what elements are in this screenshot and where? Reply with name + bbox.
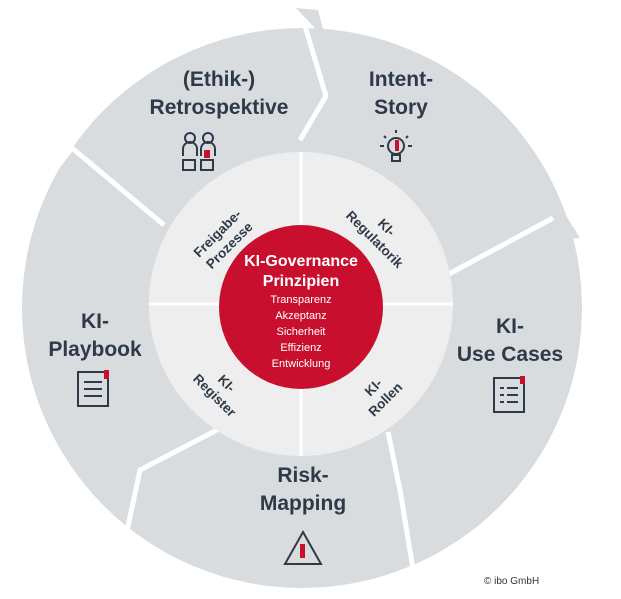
arrow-separator <box>121 417 238 546</box>
segment-risk-line2: Mapping <box>260 492 346 515</box>
arrow-separator <box>18 144 166 227</box>
segment-retro-line2: Retrospektive <box>150 96 289 119</box>
document-list-icon <box>493 376 525 413</box>
segment-playbook-line2: Playbook <box>48 338 142 361</box>
segment-risk-line1: Risk- <box>277 464 328 487</box>
copyright-text: © ibo GmbH <box>484 576 539 587</box>
arrow-separator <box>385 431 417 576</box>
arrow-head <box>296 8 326 40</box>
segment-retro-line1: (Ethik-) <box>183 68 255 91</box>
center-title-line2: Prinzipien <box>263 273 339 290</box>
segment-intent-line2: Story <box>374 96 428 119</box>
center-item: Transparenz <box>270 294 331 306</box>
segment-intent-line1: Intent- <box>369 68 433 91</box>
center-title-line1: KI-Governance <box>244 253 358 270</box>
team-icon <box>182 132 216 171</box>
segment-usecases-line2: Use Cases <box>457 343 563 366</box>
center-item: Effizienz <box>280 342 321 354</box>
book-icon <box>77 370 109 407</box>
warning-triangle-icon <box>283 529 323 565</box>
arrow-separator <box>296 5 329 142</box>
center-circle <box>219 225 383 389</box>
segment-usecases-line1: KI- <box>496 315 524 338</box>
segment-playbook-line1: KI- <box>81 310 109 333</box>
center-item: Entwicklung <box>272 358 331 370</box>
center-item: Akzeptanz <box>275 310 326 322</box>
lightbulb-icon <box>380 130 412 162</box>
center-item: Sicherheit <box>277 326 326 338</box>
arrow-head <box>552 206 580 240</box>
